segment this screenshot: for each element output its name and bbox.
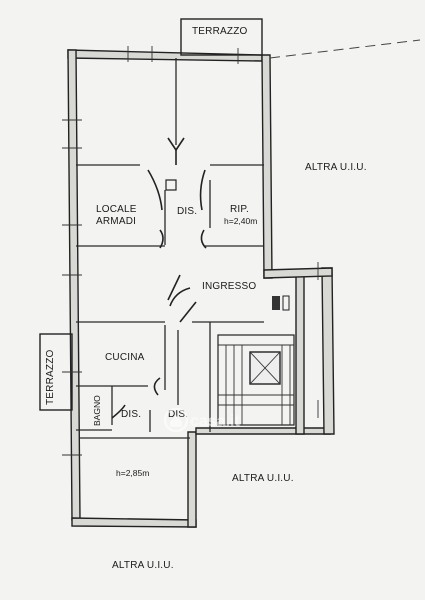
meter-icon [272, 295, 290, 311]
room-label-ingresso: INGRESSO [202, 281, 256, 292]
terrazzo-top-label: TERRAZZO [192, 26, 248, 37]
terrazzo-top: TERRAZZO [180, 18, 263, 56]
exterior-walls [67, 49, 335, 528]
room-label-armadi: ARMADI [96, 216, 136, 227]
room-height-bottom: h=2,85m [116, 468, 149, 478]
watermark-text: casa.it [190, 413, 240, 430]
room-label-dis-top: DIS. [177, 206, 197, 217]
doors [111, 137, 207, 419]
room-label-dis-left: DIS. [121, 409, 141, 420]
room-label-cucina: CUCINA [105, 352, 145, 363]
watermark: casa.it [163, 407, 240, 433]
room-label-rip: RIP. [230, 204, 249, 215]
neighbour-label-middle: ALTRA U.I.U. [232, 473, 294, 484]
room-label-bagno: BAGNO [92, 395, 102, 426]
house-logo-icon [163, 407, 189, 433]
room-height-rip: h=2,40m [224, 216, 257, 226]
neighbour-label-right: ALTRA U.I.U. [305, 162, 367, 173]
elevator-icon [249, 351, 281, 385]
staircase-icon [217, 334, 295, 426]
room-label-locale: LOCALE [96, 204, 137, 215]
wall-ticks [62, 46, 319, 456]
terrazzo-left-label: TERRAZZO [45, 349, 56, 405]
neighbour-label-bottom: ALTRA U.I.U. [112, 560, 174, 571]
boundary-line [269, 39, 421, 59]
room-label-dis-right: DIS. [168, 409, 188, 420]
interior-walls [76, 58, 264, 439]
